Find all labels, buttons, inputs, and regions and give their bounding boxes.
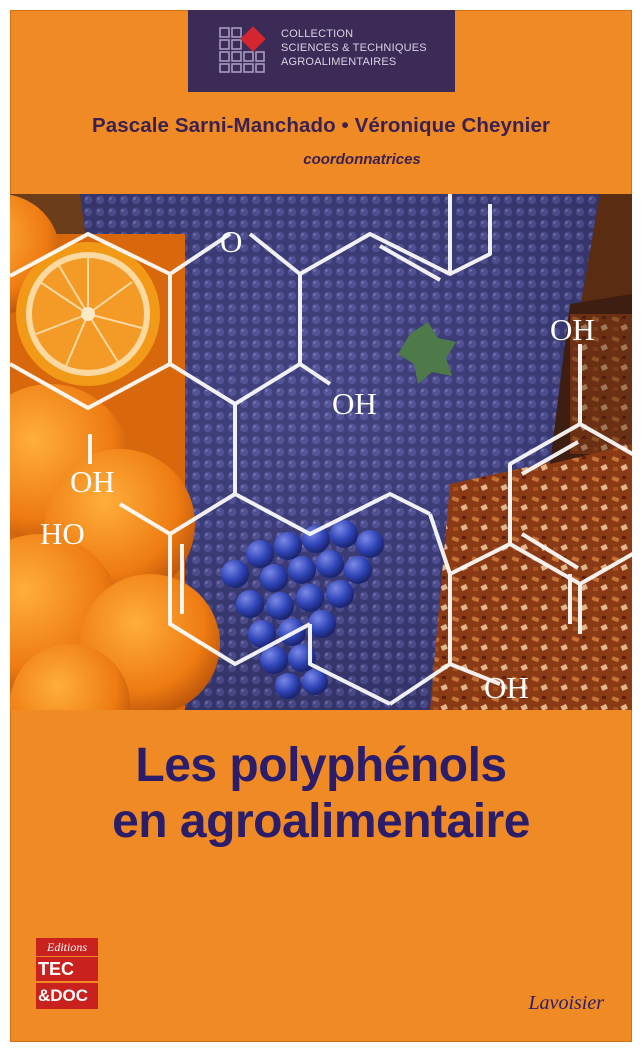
molecule-label-o: O	[220, 224, 242, 259]
wood-chips	[430, 294, 632, 710]
oranges	[10, 194, 220, 710]
collection-line-1: COLLECTION	[281, 28, 354, 40]
publisher-logo-doc: &DOC	[36, 983, 98, 1009]
authors: Pascale Sarni-Manchado • Véronique Cheyn…	[91, 114, 551, 137]
collection-text: COLLECTION SCIENCES & TECHNIQUES AGROALI…	[281, 27, 427, 69]
title-line-2: en agroalimentaire	[112, 795, 530, 848]
molecule-label-oh-center: OH	[332, 386, 377, 421]
collection-logo-icon	[219, 26, 266, 73]
collection-line-3: AGROALIMENTAIRES	[281, 56, 397, 68]
book-cover: COLLECTION SCIENCES & TECHNIQUES AGROALI…	[10, 10, 632, 1042]
cover-illustration: O OH OH HO OH OH	[10, 194, 632, 710]
collection-line-2: SCIENCES & TECHNIQUES	[281, 42, 427, 54]
molecule-label-ho-left: HO	[40, 516, 85, 551]
publisher-logo-editions: Editions	[36, 938, 98, 956]
publisher-imprint: Lavoisier	[528, 992, 604, 1014]
publisher-logo: Editions TEC &DOC	[36, 938, 98, 1012]
molecule-label-oh-right-top: OH	[550, 312, 595, 347]
editors-role: coordonnatrices	[303, 151, 421, 168]
molecule-label-oh-left: OH	[70, 464, 115, 499]
vine-leaf-icon	[398, 322, 456, 384]
molecule-label-oh-right-bottom: OH	[484, 670, 529, 705]
collection-banner: COLLECTION SCIENCES & TECHNIQUES AGROALI…	[188, 10, 455, 92]
title-line-1: Les polyphénols	[135, 739, 507, 792]
grape-bunch	[221, 520, 384, 699]
book-title: Les polyphénols en agroalimentaire	[10, 738, 632, 850]
publisher-logo-tec: TEC	[36, 957, 98, 981]
molecule-structure	[10, 194, 632, 706]
